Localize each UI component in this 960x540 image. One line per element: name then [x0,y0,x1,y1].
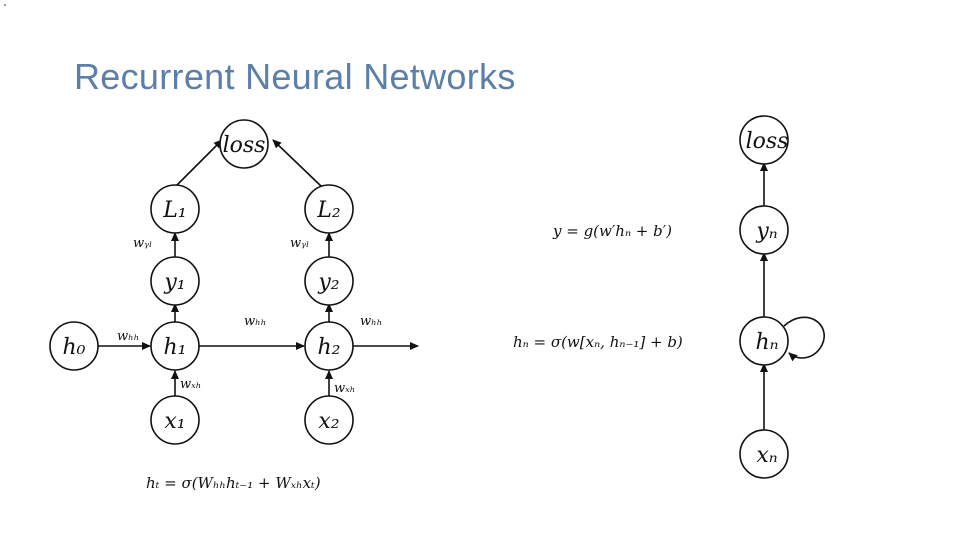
node-hn: hₙ [739,316,789,366]
node-L1: L₁ [150,184,200,234]
weight-label-wyl-2: wᵧₗ [290,236,309,251]
node-y1-label: y₁ [163,270,185,295]
corner-mark [4,4,6,6]
node-L1-label: L₁ [162,198,186,223]
weight-label-whh-0: wₕₕ [117,329,139,344]
edge-L1-loss [174,139,223,188]
slide-title: Recurrent Neural Networks [74,56,516,97]
node-h1-circle [150,321,200,371]
node-x2-circle [304,395,354,445]
node-h1-label: h₁ [164,335,187,360]
node-y2: y₂ [304,256,354,306]
node-L2-label: L₂ [316,198,340,223]
node-loss-folded: loss [739,115,789,165]
node-L2-circle [304,184,354,234]
node-h0: h₀ [49,321,99,371]
weight-label-wxh-1: wₓₕ [180,377,201,392]
node-hn-label: hₙ [755,330,778,355]
formula-hidden-unrolled: hₜ = σ(Wₕₕhₜ₋₁ + Wₓₕxₜ) [146,474,321,492]
node-y2-circle [304,256,354,306]
node-L2: L₂ [304,184,354,234]
node-y1: y₁ [150,256,200,306]
edge-hn-self-loop [783,316,825,362]
weight-label-wxh-2: wₓₕ [334,381,355,396]
node-y1-circle [150,256,200,306]
node-x1-circle [150,395,200,445]
node-x2: x₂ [304,395,354,445]
weight-label-whh-1: wₕₕ [244,314,266,329]
node-h0-circle [49,321,99,371]
weight-label-wyl-1: wᵧₗ [133,236,152,251]
node-h2-label: h₂ [318,335,341,360]
node-loss-folded-label: loss [746,129,789,154]
node-yn-label: yₙ [755,219,777,244]
node-loss-circle [219,119,269,169]
unrolled-edges [98,139,419,397]
formula-hidden-folded: hₙ = σ(w[xₙ, hₙ₋₁] + b) [513,333,683,351]
node-h2-circle [304,321,354,371]
node-loss: loss [219,119,269,169]
node-hn-circle [739,316,789,366]
node-L1-circle [150,184,200,234]
node-x2-label: x₂ [318,409,339,434]
weight-label-whh-2: wₕₕ [360,314,382,329]
node-yn-circle [739,205,789,255]
node-y2-label: y₂ [317,270,339,295]
edge-L2-loss [272,139,323,188]
node-yn: yₙ [739,205,789,255]
node-x1: x₁ [150,395,200,445]
node-loss-folded-circle [739,115,789,165]
formula-output: y = g(w′hₙ + b′) [552,222,672,240]
node-xn-circle [739,429,789,479]
node-xn-label: xₙ [756,443,777,468]
node-loss-label: loss [223,133,266,158]
node-h1: h₁ [150,321,200,371]
node-h2: h₂ [304,321,354,371]
node-x1-label: x₁ [164,409,185,434]
node-xn: xₙ [739,429,789,479]
folded-edges [760,162,825,431]
node-h0-label: h₀ [63,335,86,360]
